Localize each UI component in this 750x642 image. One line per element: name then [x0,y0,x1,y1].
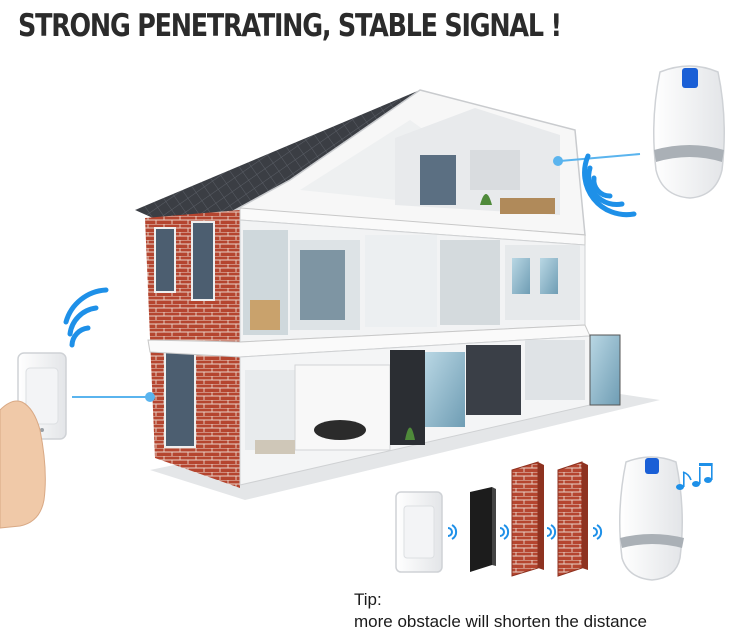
transmitter-small-icon [395,491,443,573]
signal-wave-icon [582,153,637,218]
solar-roof [135,90,445,230]
house-cutaway [135,89,660,500]
signal-wave-icon [447,524,458,540]
doorbell-receiver-small-icon [619,456,684,581]
brick-wall-obstacle-icon [511,461,544,577]
music-note-icon [676,463,713,490]
brick-wall-obstacle-icon [557,461,588,577]
signal-line [559,153,641,162]
tip-note: Tip: more obstacle will shorten the dist… [354,589,647,633]
headline: STRONG PENETRATING, STABLE SIGNAL ! [18,8,562,44]
tip-label: Tip: [354,590,382,609]
finger-icon [0,400,46,529]
signal-wave-icon [63,287,109,348]
signal-wave-icon [499,524,510,540]
signal-wave-icon [546,524,557,540]
doorbell-receiver-icon [653,65,725,199]
signal-wave-icon [592,524,603,540]
tip-text: more obstacle will shorten the distance [354,612,647,631]
door-obstacle-icon [470,487,496,572]
